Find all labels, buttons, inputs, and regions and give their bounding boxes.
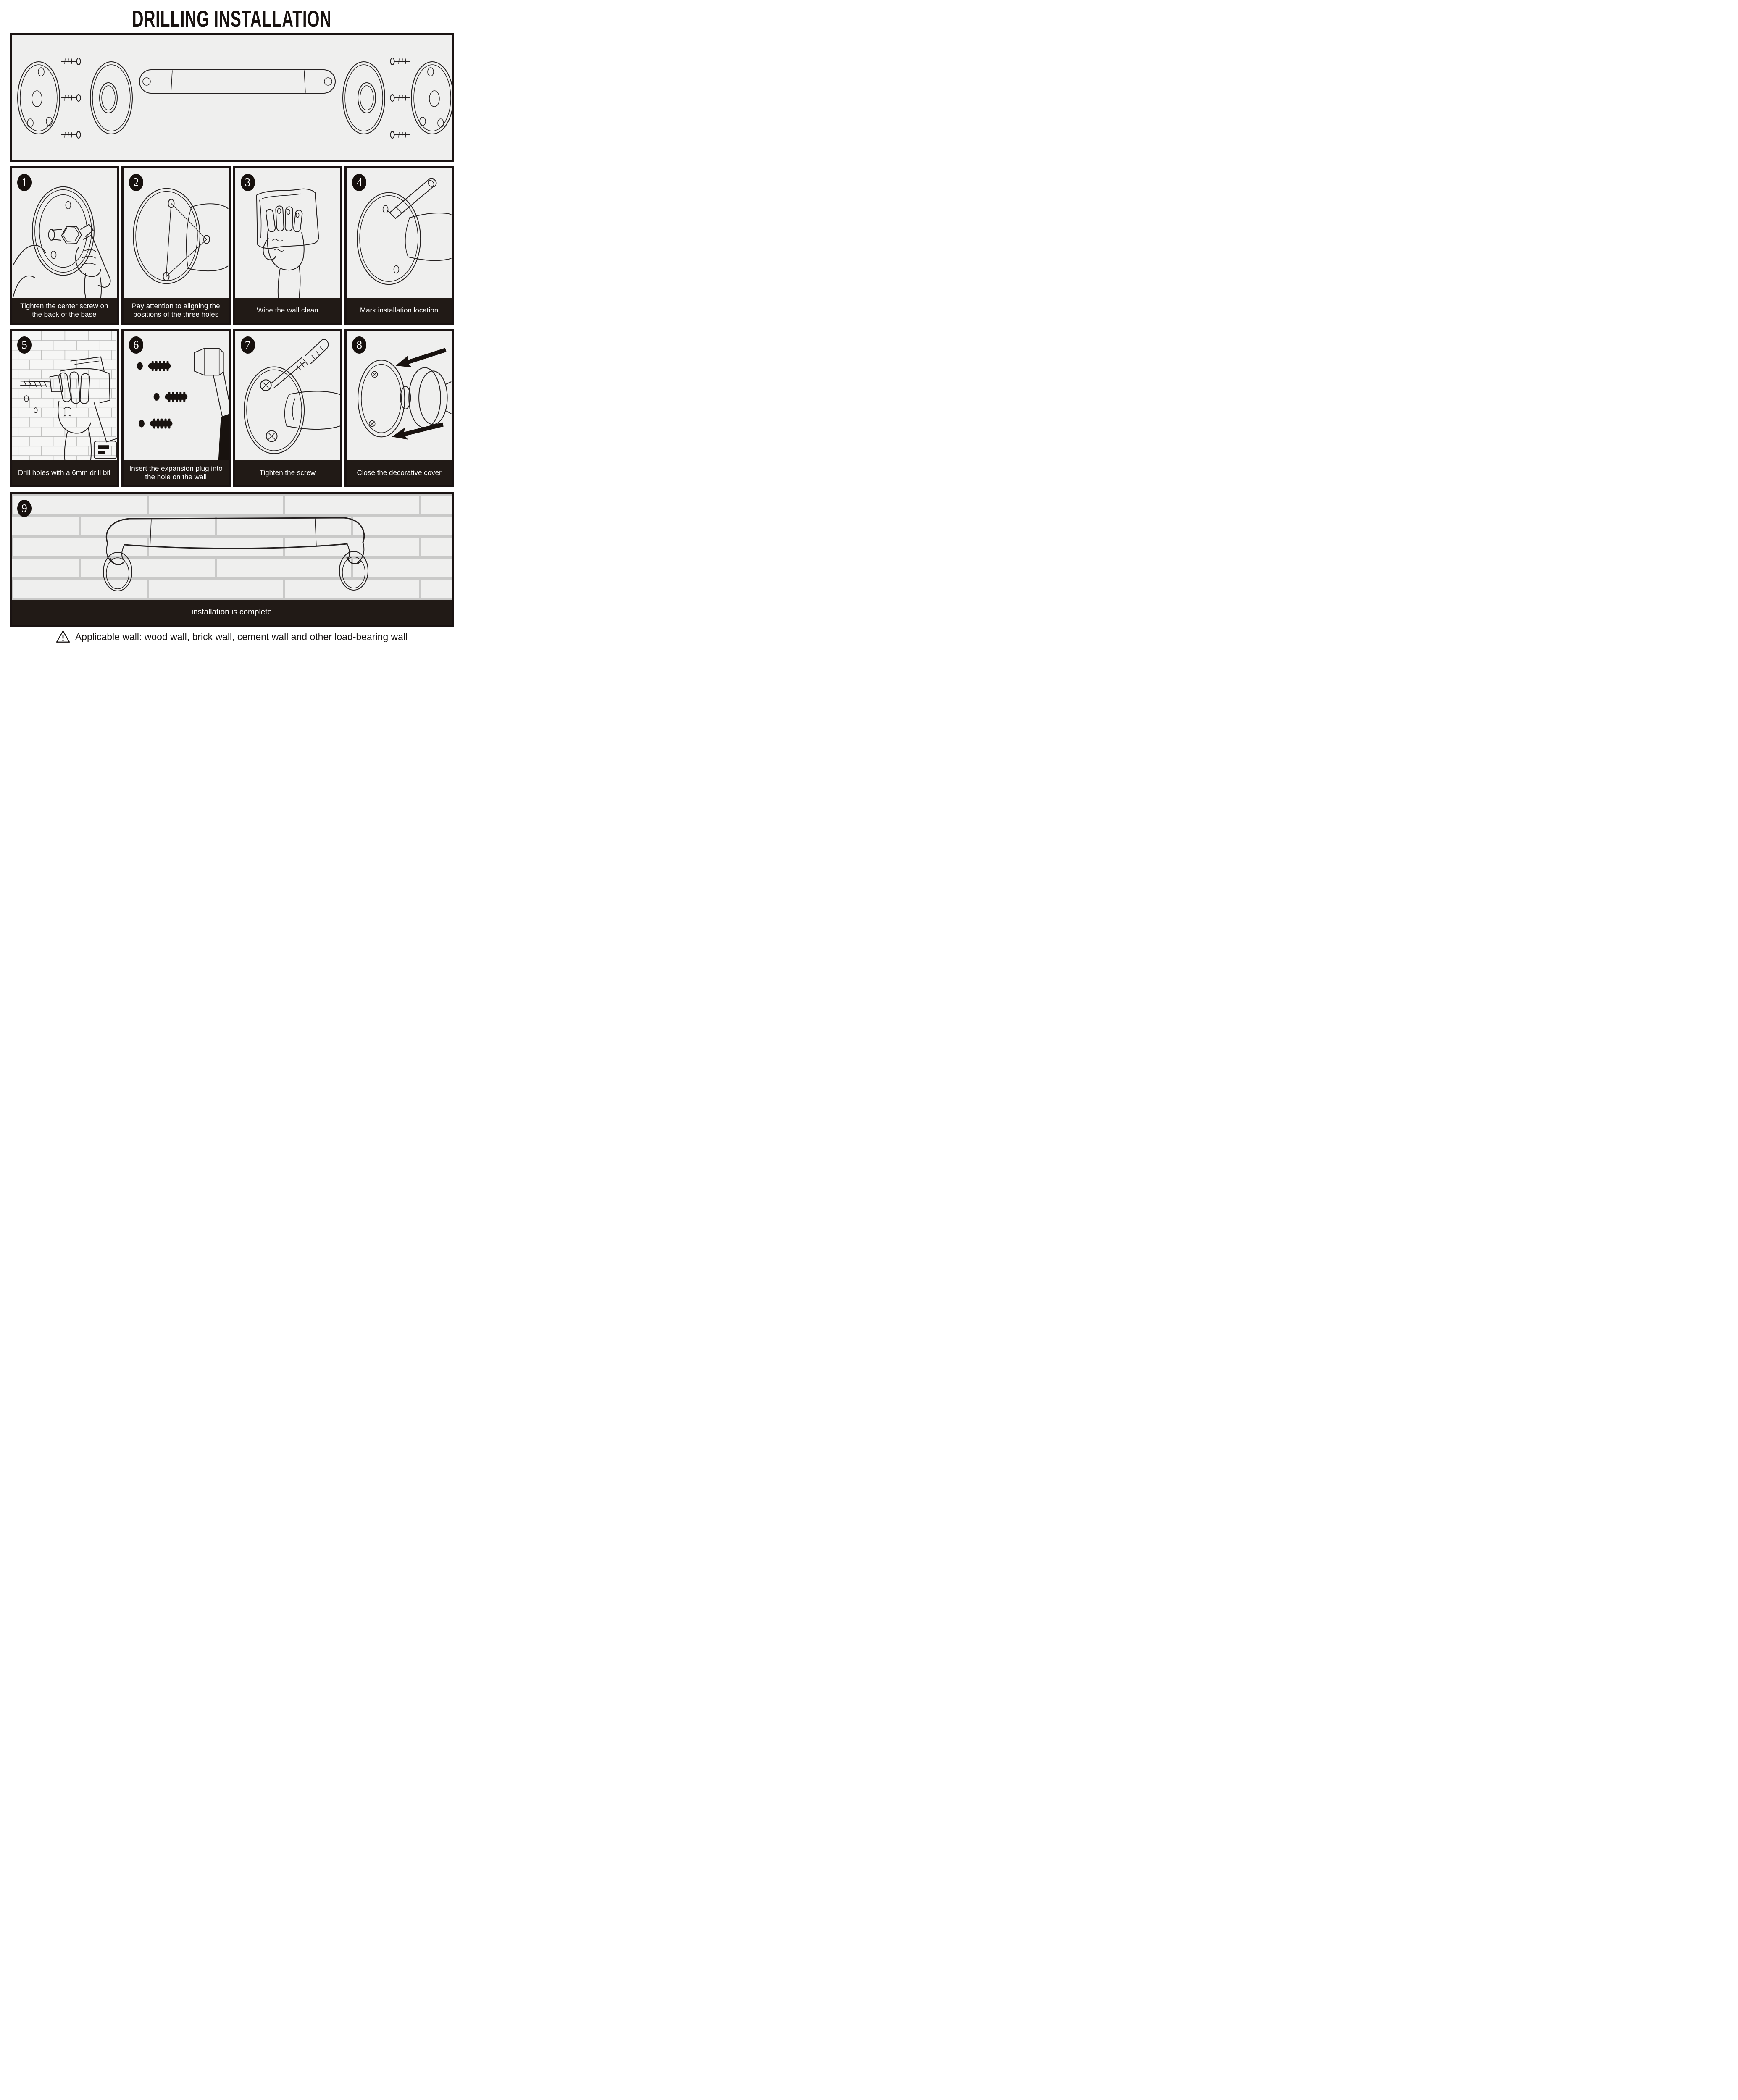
step-panel-1: 1 <box>10 166 119 325</box>
step-3-caption: Wipe the wall clean <box>235 298 340 323</box>
step-number-badge: 1 <box>17 174 32 191</box>
step-number-badge: 6 <box>129 336 143 354</box>
instruction-sheet: DRILLING INSTALLATION <box>0 0 463 655</box>
page-title-text: DRILLING INSTALLATION <box>132 5 331 32</box>
steps-row-1: 1 <box>10 166 454 325</box>
cloth-drawing <box>256 188 319 249</box>
step-panel-9: 9 <box>10 492 454 627</box>
hammer-drawing <box>193 348 229 460</box>
mark-location-drawing <box>357 178 452 285</box>
screwdriver-drawing <box>270 339 329 388</box>
step-2-caption: Pay attention to aligning the positions … <box>123 298 229 323</box>
step-panel-2: 2 Pay a <box>121 166 231 325</box>
drill-wall-drawing <box>12 331 117 460</box>
tighten-center-screw-drawing <box>13 186 111 298</box>
page-title: DRILLING INSTALLATION <box>0 5 463 32</box>
expansion-plugs-drawing <box>137 361 187 429</box>
step-number-badge: 9 <box>17 500 32 517</box>
close-cover-drawing <box>358 348 452 440</box>
step-1-figure <box>12 168 117 298</box>
step-panel-5: 5 <box>10 329 119 487</box>
tighten-screw-drawing <box>243 339 340 454</box>
step-7-figure <box>235 331 340 460</box>
bolt-and-nut-drawing <box>48 226 82 244</box>
step-number-badge: 3 <box>240 174 255 191</box>
bar-flange-drawing <box>408 367 452 428</box>
right-screws-drawing <box>390 58 410 139</box>
step-6-figure <box>124 331 229 460</box>
grab-bar-installed-drawing <box>103 517 368 591</box>
step-8-figure <box>347 331 452 460</box>
expansion-plug-drawing <box>137 348 229 460</box>
step-9-caption: installation is complete <box>12 600 452 625</box>
step-9-figure: 9 <box>12 494 452 600</box>
step-6-caption: Insert the expansion plug into the hole … <box>123 460 229 485</box>
right-base-plate-drawing <box>411 61 452 134</box>
step-number-badge: 4 <box>352 174 367 191</box>
right-cover-drawing <box>342 61 385 134</box>
step-2-figure <box>124 168 229 298</box>
step-5-figure <box>12 331 117 460</box>
installed-bar-drawing <box>12 494 452 600</box>
screw-heads-drawing <box>260 379 278 442</box>
step-3-figure <box>235 168 340 298</box>
step-number-badge: 5 <box>17 336 32 354</box>
step-panel-6: 6 <box>121 329 231 487</box>
push-arrows <box>392 348 447 440</box>
step-panel-3: 3 <box>233 166 342 325</box>
marker-pen-drawing <box>387 178 437 219</box>
left-screws-drawing <box>61 58 81 139</box>
step-number-badge: 7 <box>240 336 255 354</box>
drill-drawing <box>20 356 117 459</box>
step-4-caption: Mark installation location <box>347 298 452 323</box>
step-7-caption: Tighten the screw <box>235 460 340 485</box>
exploded-parts-drawing <box>17 58 452 139</box>
brick-wall-background <box>12 494 452 600</box>
wipe-wall-drawing <box>256 188 319 298</box>
step-number-badge: 2 <box>129 174 143 191</box>
step-number-badge: 8 <box>352 336 367 354</box>
brick-wall-background <box>12 331 116 460</box>
step-panel-8: 8 <box>344 329 454 487</box>
step-5-caption: Drill holes with a 6mm drill bit <box>12 460 117 485</box>
step-1-caption: Tighten the center screw on the back of … <box>12 298 117 323</box>
hand-drawing <box>263 205 305 298</box>
align-three-holes-drawing <box>132 188 229 284</box>
steps-row-2: 5 <box>10 329 454 487</box>
grab-bar-drawing <box>139 69 336 94</box>
step-panel-7: 7 <box>233 329 342 487</box>
hand-gripping-drawing <box>58 371 92 460</box>
decorative-cover-drawing <box>358 360 411 438</box>
overview-panel <box>10 33 454 162</box>
footer-warning-text: Applicable wall: wood wall, brick wall, … <box>75 631 408 642</box>
hole-triangle-drawing <box>163 199 210 281</box>
step-4-figure <box>347 168 452 298</box>
left-base-plate-drawing <box>17 61 60 134</box>
footer-warning: Applicable wall: wood wall, brick wall, … <box>0 630 463 643</box>
step-panel-4: 4 <box>344 166 454 325</box>
left-cover-drawing <box>90 61 133 134</box>
wrench-and-hand-drawing <box>75 224 111 298</box>
warning-triangle-icon <box>56 630 70 643</box>
step-8-caption: Close the decorative cover <box>347 460 452 485</box>
